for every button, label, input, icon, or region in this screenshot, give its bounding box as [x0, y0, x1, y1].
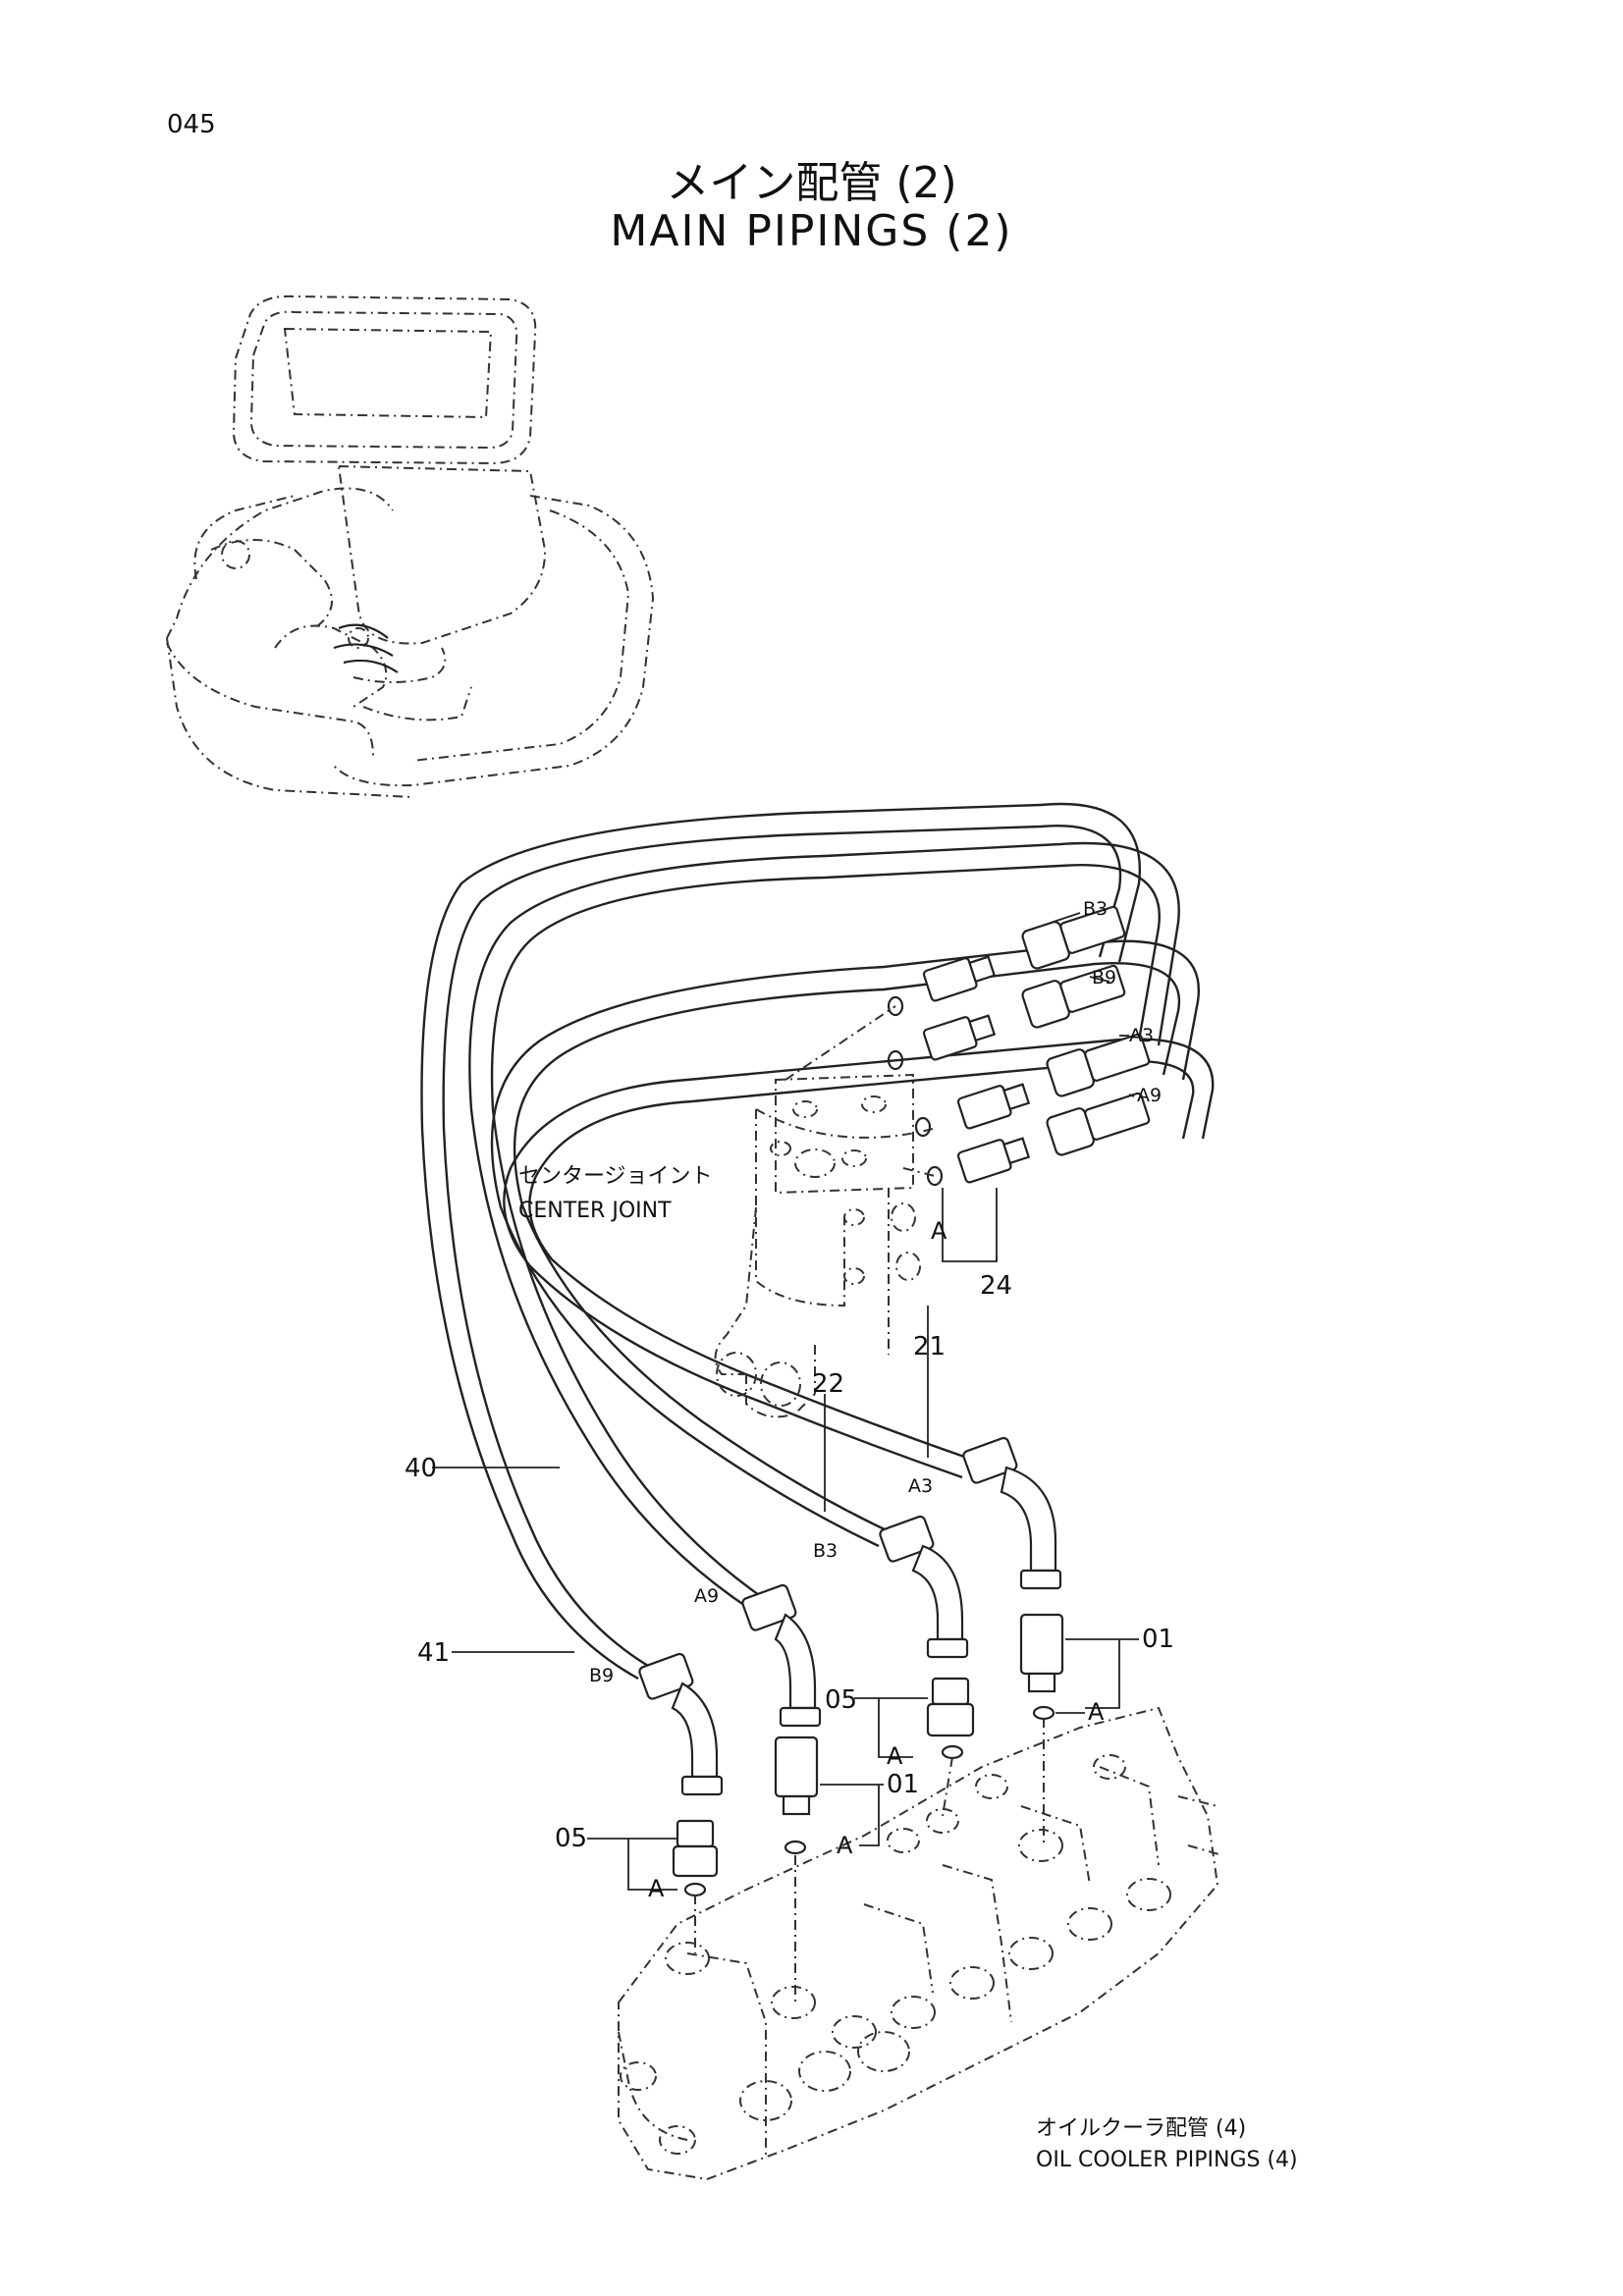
part-number-01-b: 01 [887, 1770, 919, 1799]
part-number-24: 24 [980, 1271, 1012, 1301]
part-number-05-b: 05 [555, 1824, 587, 1853]
port-label-b3-top: B3 [1083, 898, 1108, 920]
ref-a-2: A [1088, 1698, 1105, 1726]
page-number: 045 [167, 110, 216, 139]
port-label-a9-top: A9 [1137, 1085, 1162, 1106]
port-label-b9-top: B9 [1092, 967, 1116, 988]
port-label-a9-hose: A9 [694, 1585, 719, 1607]
label-oil-cooler-en: OIL COOLER PIPINGS (4) [1036, 2148, 1298, 2172]
port-label-b9-hose: B9 [589, 1665, 614, 1686]
title-english: MAIN PIPINGS (2) [610, 206, 1013, 256]
ref-a-5: A [648, 1875, 665, 1902]
label-oil-cooler-jp: オイルクーラ配管 (4) [1036, 2116, 1246, 2141]
center-joint [714, 1073, 934, 1418]
excavator-thumbnail [166, 294, 655, 798]
port-label-b3-hose: B3 [813, 1540, 838, 1562]
port-label-a3-hose: A3 [908, 1475, 933, 1497]
label-center-joint-jp: センタージョイント [518, 1164, 713, 1189]
part-number-40: 40 [405, 1454, 437, 1483]
ref-a-3: A [887, 1742, 903, 1770]
part-number-41: 41 [417, 1638, 450, 1668]
ref-a-4: A [837, 1832, 853, 1859]
part-number-01-a: 01 [1142, 1625, 1174, 1654]
lower-adapters [672, 1613, 1064, 1897]
label-center-joint-en: CENTER JOINT [518, 1199, 672, 1223]
title-japanese: メイン配管 (2) [666, 158, 957, 208]
control-valve [618, 1706, 1223, 2181]
part-number-21: 21 [913, 1332, 946, 1362]
top-adapters [784, 955, 1031, 1187]
top-hose-ends [1021, 905, 1151, 1156]
lower-hose-ends [638, 1436, 1062, 1796]
leader-lines [432, 912, 1139, 1891]
ref-a-1: A [931, 1217, 947, 1245]
port-label-a3-top: A3 [1129, 1025, 1154, 1046]
part-number-22: 22 [812, 1369, 844, 1399]
part-number-05-a: 05 [825, 1685, 857, 1715]
